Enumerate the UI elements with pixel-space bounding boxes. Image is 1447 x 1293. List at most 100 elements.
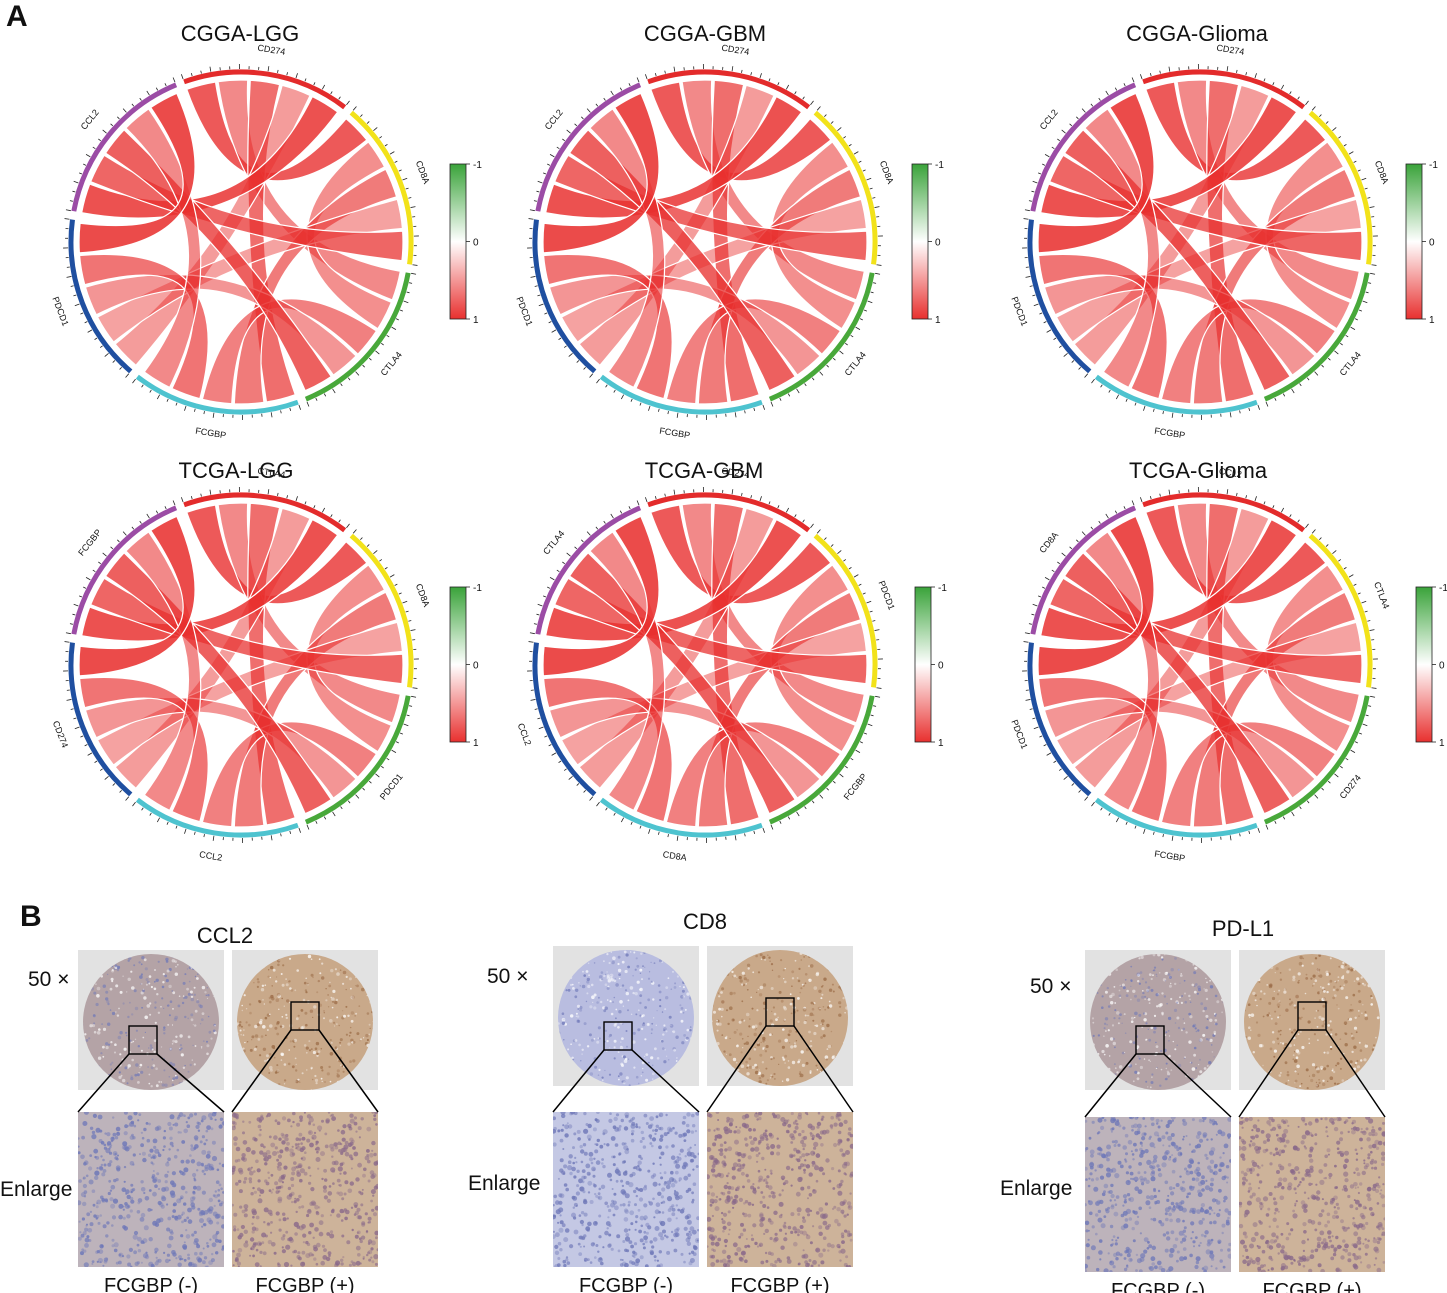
enlarged-image [707, 1112, 853, 1267]
panel-label-a: A [6, 0, 28, 33]
axis-tick [562, 561, 565, 565]
gene-label: CD274 [721, 466, 750, 480]
axis-tick [850, 335, 854, 338]
axis-tick [534, 708, 538, 710]
axis-tick [536, 613, 540, 616]
axis-tick [1299, 383, 1302, 387]
axis-tick [321, 507, 326, 513]
colorbar-tick-label: 0 [1439, 661, 1445, 672]
axis-tick [848, 567, 852, 570]
gene-arc [768, 695, 875, 825]
axis-tick [298, 827, 301, 833]
axis-tick [583, 789, 586, 793]
magnification-label: 50 × [1030, 975, 1072, 998]
axis-tick [574, 546, 578, 550]
axis-tick [639, 825, 642, 829]
axis-tick [558, 337, 562, 340]
gene-arc [1094, 374, 1258, 415]
axis-tick [1098, 520, 1101, 524]
axis-tick [277, 492, 279, 496]
gene-arc [135, 797, 299, 838]
axis-tick [855, 749, 861, 753]
axis-tick [528, 641, 534, 643]
axis-tick [203, 411, 205, 415]
axis-tick [533, 623, 537, 625]
axis-tick [323, 393, 327, 397]
axis-tick [1297, 519, 1300, 523]
gene-arc [1308, 533, 1373, 688]
axis-tick [74, 726, 80, 730]
gene-arc [647, 69, 811, 110]
axis-tick [1078, 366, 1081, 370]
gene-arc [304, 695, 411, 825]
axis-tick [104, 776, 109, 780]
axis-tick [581, 116, 584, 120]
axis-tick [562, 138, 565, 142]
colorbar-tick-label: 1 [473, 315, 479, 326]
axis-tick [1274, 397, 1277, 401]
axis-tick [1345, 335, 1349, 338]
axis-tick [1057, 138, 1060, 142]
axis-tick [770, 824, 774, 830]
axis-tick [753, 407, 756, 411]
axis-tick [175, 402, 178, 406]
axis-tick [619, 87, 623, 91]
gene-arc [1142, 492, 1306, 533]
axis-tick [1143, 828, 1146, 834]
axis-tick [816, 106, 821, 111]
axis-tick [406, 714, 410, 717]
fcgbp-status-label: FCGBP (+) [255, 1275, 355, 1293]
axis-tick [1338, 559, 1342, 562]
axis-tick [330, 514, 333, 518]
axis-tick [1345, 758, 1349, 761]
axis-tick [537, 603, 543, 607]
axis-tick [398, 169, 402, 172]
gene-arc [532, 219, 597, 374]
axis-tick [824, 114, 827, 118]
axis-tick [1042, 163, 1046, 166]
axis-tick [762, 404, 765, 410]
gene-label: CD8A [1373, 159, 1391, 185]
gene-label: FCGBP [842, 771, 869, 801]
axis-tick [753, 830, 756, 834]
axis-tick [1081, 108, 1086, 113]
chord-ribbon [1192, 168, 1357, 405]
gene-arc [1263, 695, 1370, 825]
chord-ribbon [544, 518, 803, 642]
axis-tick [1367, 197, 1371, 199]
axis-tick [1023, 641, 1029, 643]
axis-tick [410, 206, 416, 208]
axis-tick [802, 519, 805, 523]
axis-tick [1350, 326, 1356, 330]
axis-tick [85, 154, 91, 158]
axis-tick [323, 816, 327, 820]
axis-tick [1033, 726, 1039, 730]
axis-tick [837, 127, 842, 131]
ihc-marker-title: PD-L1 [1211, 916, 1275, 941]
axis-tick [1123, 506, 1126, 510]
gene-label: CCL2 [79, 107, 101, 131]
axis-tick [1361, 600, 1367, 604]
axis-tick [1299, 806, 1302, 810]
axis-tick [66, 699, 72, 701]
axis-tick [537, 294, 541, 297]
axis-tick [200, 493, 202, 497]
axis-tick [762, 827, 765, 833]
chord-ribbon [589, 531, 666, 812]
axis-tick [112, 360, 116, 363]
axis-tick [122, 531, 127, 536]
axis-tick [1229, 835, 1232, 841]
axis-tick [69, 200, 73, 202]
axis-tick [156, 817, 161, 823]
axis-tick [853, 151, 859, 155]
chord-ribbon [80, 518, 339, 642]
axis-tick [874, 629, 880, 631]
gene-label: PDCD1 [514, 295, 534, 327]
axis-tick [1125, 398, 1128, 402]
axis-tick [72, 613, 76, 616]
axis-tick [863, 732, 868, 735]
axis-tick [289, 407, 292, 411]
axis-tick [630, 398, 633, 402]
axis-tick [777, 505, 780, 509]
axis-tick [1076, 539, 1079, 543]
